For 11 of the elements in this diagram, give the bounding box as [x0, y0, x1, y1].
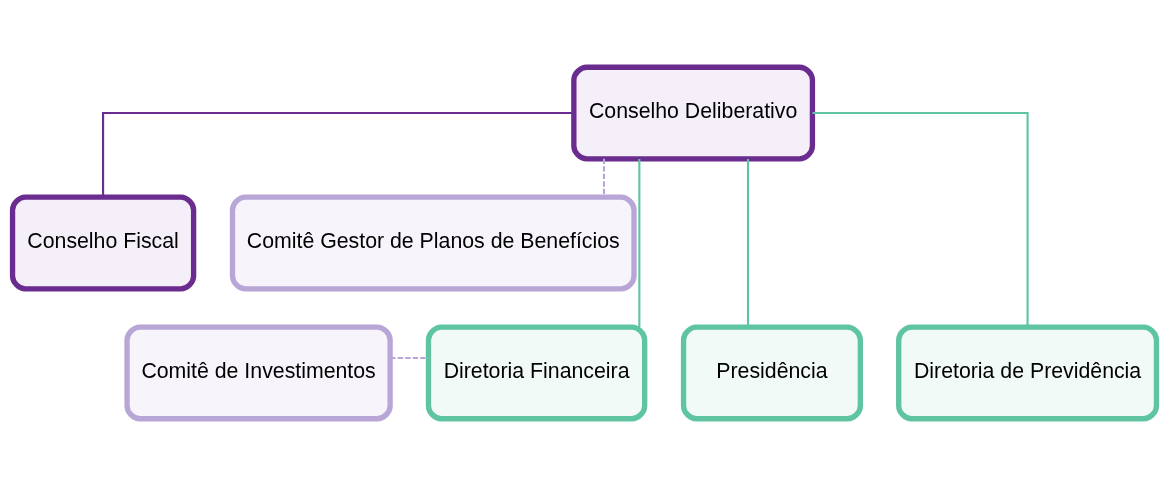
node-box: Diretoria de Previdência: [896, 324, 1160, 422]
connector: [812, 112, 1029, 328]
connector: [746, 158, 750, 328]
node-box: Comitê de Investimentos: [124, 324, 393, 422]
node-box: Comitê Gestor de Planos de Benefícios: [229, 194, 637, 292]
connector: [638, 158, 641, 328]
node-box: Conselho Fiscal: [9, 194, 197, 292]
node-box: Conselho Deliberativo: [571, 64, 816, 162]
connector: [102, 112, 574, 198]
node-box: Presidência: [680, 324, 864, 422]
node-box: Diretoria Financeira: [425, 324, 648, 422]
